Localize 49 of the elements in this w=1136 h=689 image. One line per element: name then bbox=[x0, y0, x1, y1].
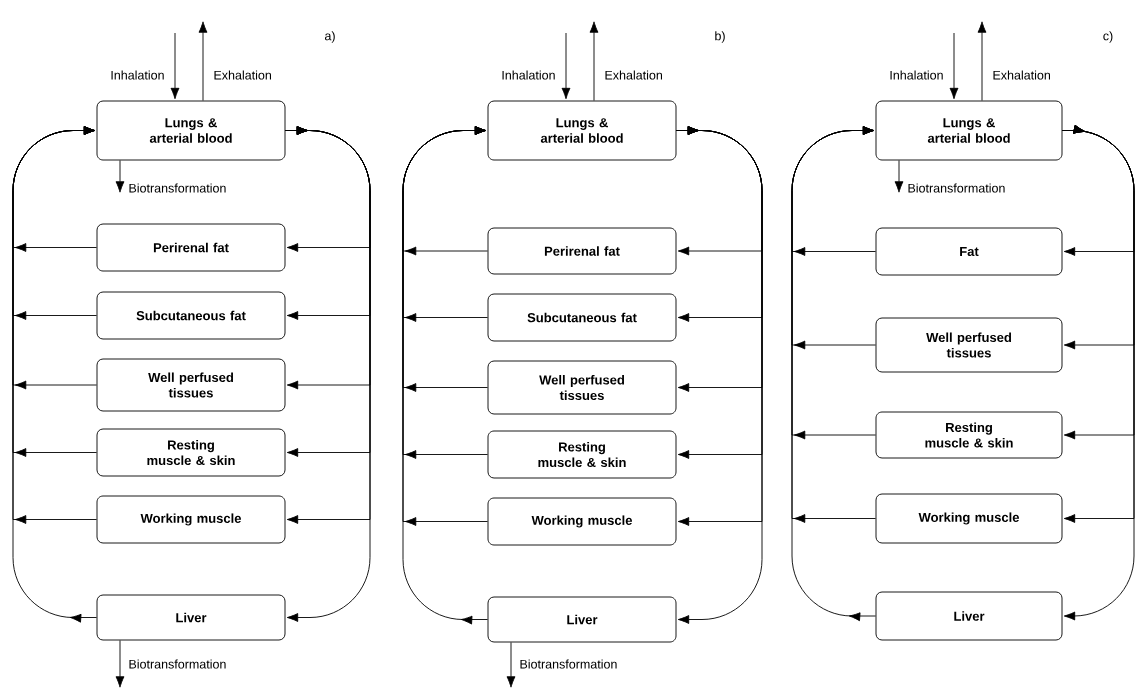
compartment-box: Resting muscle & skin bbox=[96, 428, 286, 477]
compartment-box: Resting muscle & skin bbox=[487, 430, 677, 479]
panel-label: a) bbox=[325, 31, 335, 43]
compartment-box: Fat bbox=[875, 227, 1063, 276]
edge-label: Exhalation bbox=[993, 70, 1050, 80]
compartment-box: Working muscle bbox=[96, 495, 286, 544]
compartment-box: Lungs & arterial blood bbox=[487, 100, 677, 161]
compartment-box: Perirenal fat bbox=[96, 223, 286, 272]
panel-label: b) bbox=[715, 31, 725, 43]
compartment-box: Well perfused tissues bbox=[96, 358, 286, 412]
arrow bbox=[894, 160, 904, 193]
arrow bbox=[506, 642, 516, 688]
arrow bbox=[949, 32, 959, 100]
arrow bbox=[115, 640, 125, 688]
edge-label: Inhalation bbox=[890, 70, 943, 80]
arrow bbox=[115, 160, 125, 193]
edge-label: Inhalation bbox=[111, 70, 164, 80]
arrow bbox=[402, 126, 488, 625]
edge-label: Exhalation bbox=[605, 70, 662, 80]
compartment-box: Liver bbox=[96, 594, 286, 641]
compartment-box: Perirenal fat bbox=[487, 227, 677, 275]
arrow bbox=[1062, 124, 1135, 621]
compartment-box: Liver bbox=[875, 591, 1063, 641]
arrow bbox=[977, 21, 987, 101]
arrow bbox=[12, 126, 97, 623]
panel-label: c) bbox=[1103, 31, 1113, 43]
compartment-box: Subcutaneous fat bbox=[487, 293, 677, 342]
edge-label: Biotransformation bbox=[129, 659, 226, 669]
compartment-box: Working muscle bbox=[487, 497, 677, 546]
edge-label: Biotransformation bbox=[520, 659, 617, 669]
arrow bbox=[561, 32, 571, 100]
arrow bbox=[676, 126, 763, 624]
compartment-box: Well perfused tissues bbox=[875, 317, 1063, 373]
compartment-box: Liver bbox=[487, 596, 677, 643]
edge-label: Biotransformation bbox=[908, 183, 1005, 193]
arrow bbox=[170, 32, 180, 100]
edge-label: Biotransformation bbox=[129, 183, 226, 193]
arrow bbox=[791, 126, 876, 622]
arrow bbox=[285, 126, 371, 622]
compartment-box: Lungs & arterial blood bbox=[875, 100, 1063, 161]
edge-label: Inhalation bbox=[502, 70, 555, 80]
compartment-box: Well perfused tissues bbox=[487, 360, 677, 415]
edge-label: Exhalation bbox=[214, 70, 271, 80]
arrow bbox=[198, 21, 208, 101]
compartment-box: Resting muscle & skin bbox=[875, 411, 1063, 459]
arrow bbox=[589, 21, 599, 101]
compartment-box: Lungs & arterial blood bbox=[96, 100, 286, 161]
compartment-box: Subcutaneous fat bbox=[96, 291, 286, 340]
compartment-box: Working muscle bbox=[875, 493, 1063, 544]
